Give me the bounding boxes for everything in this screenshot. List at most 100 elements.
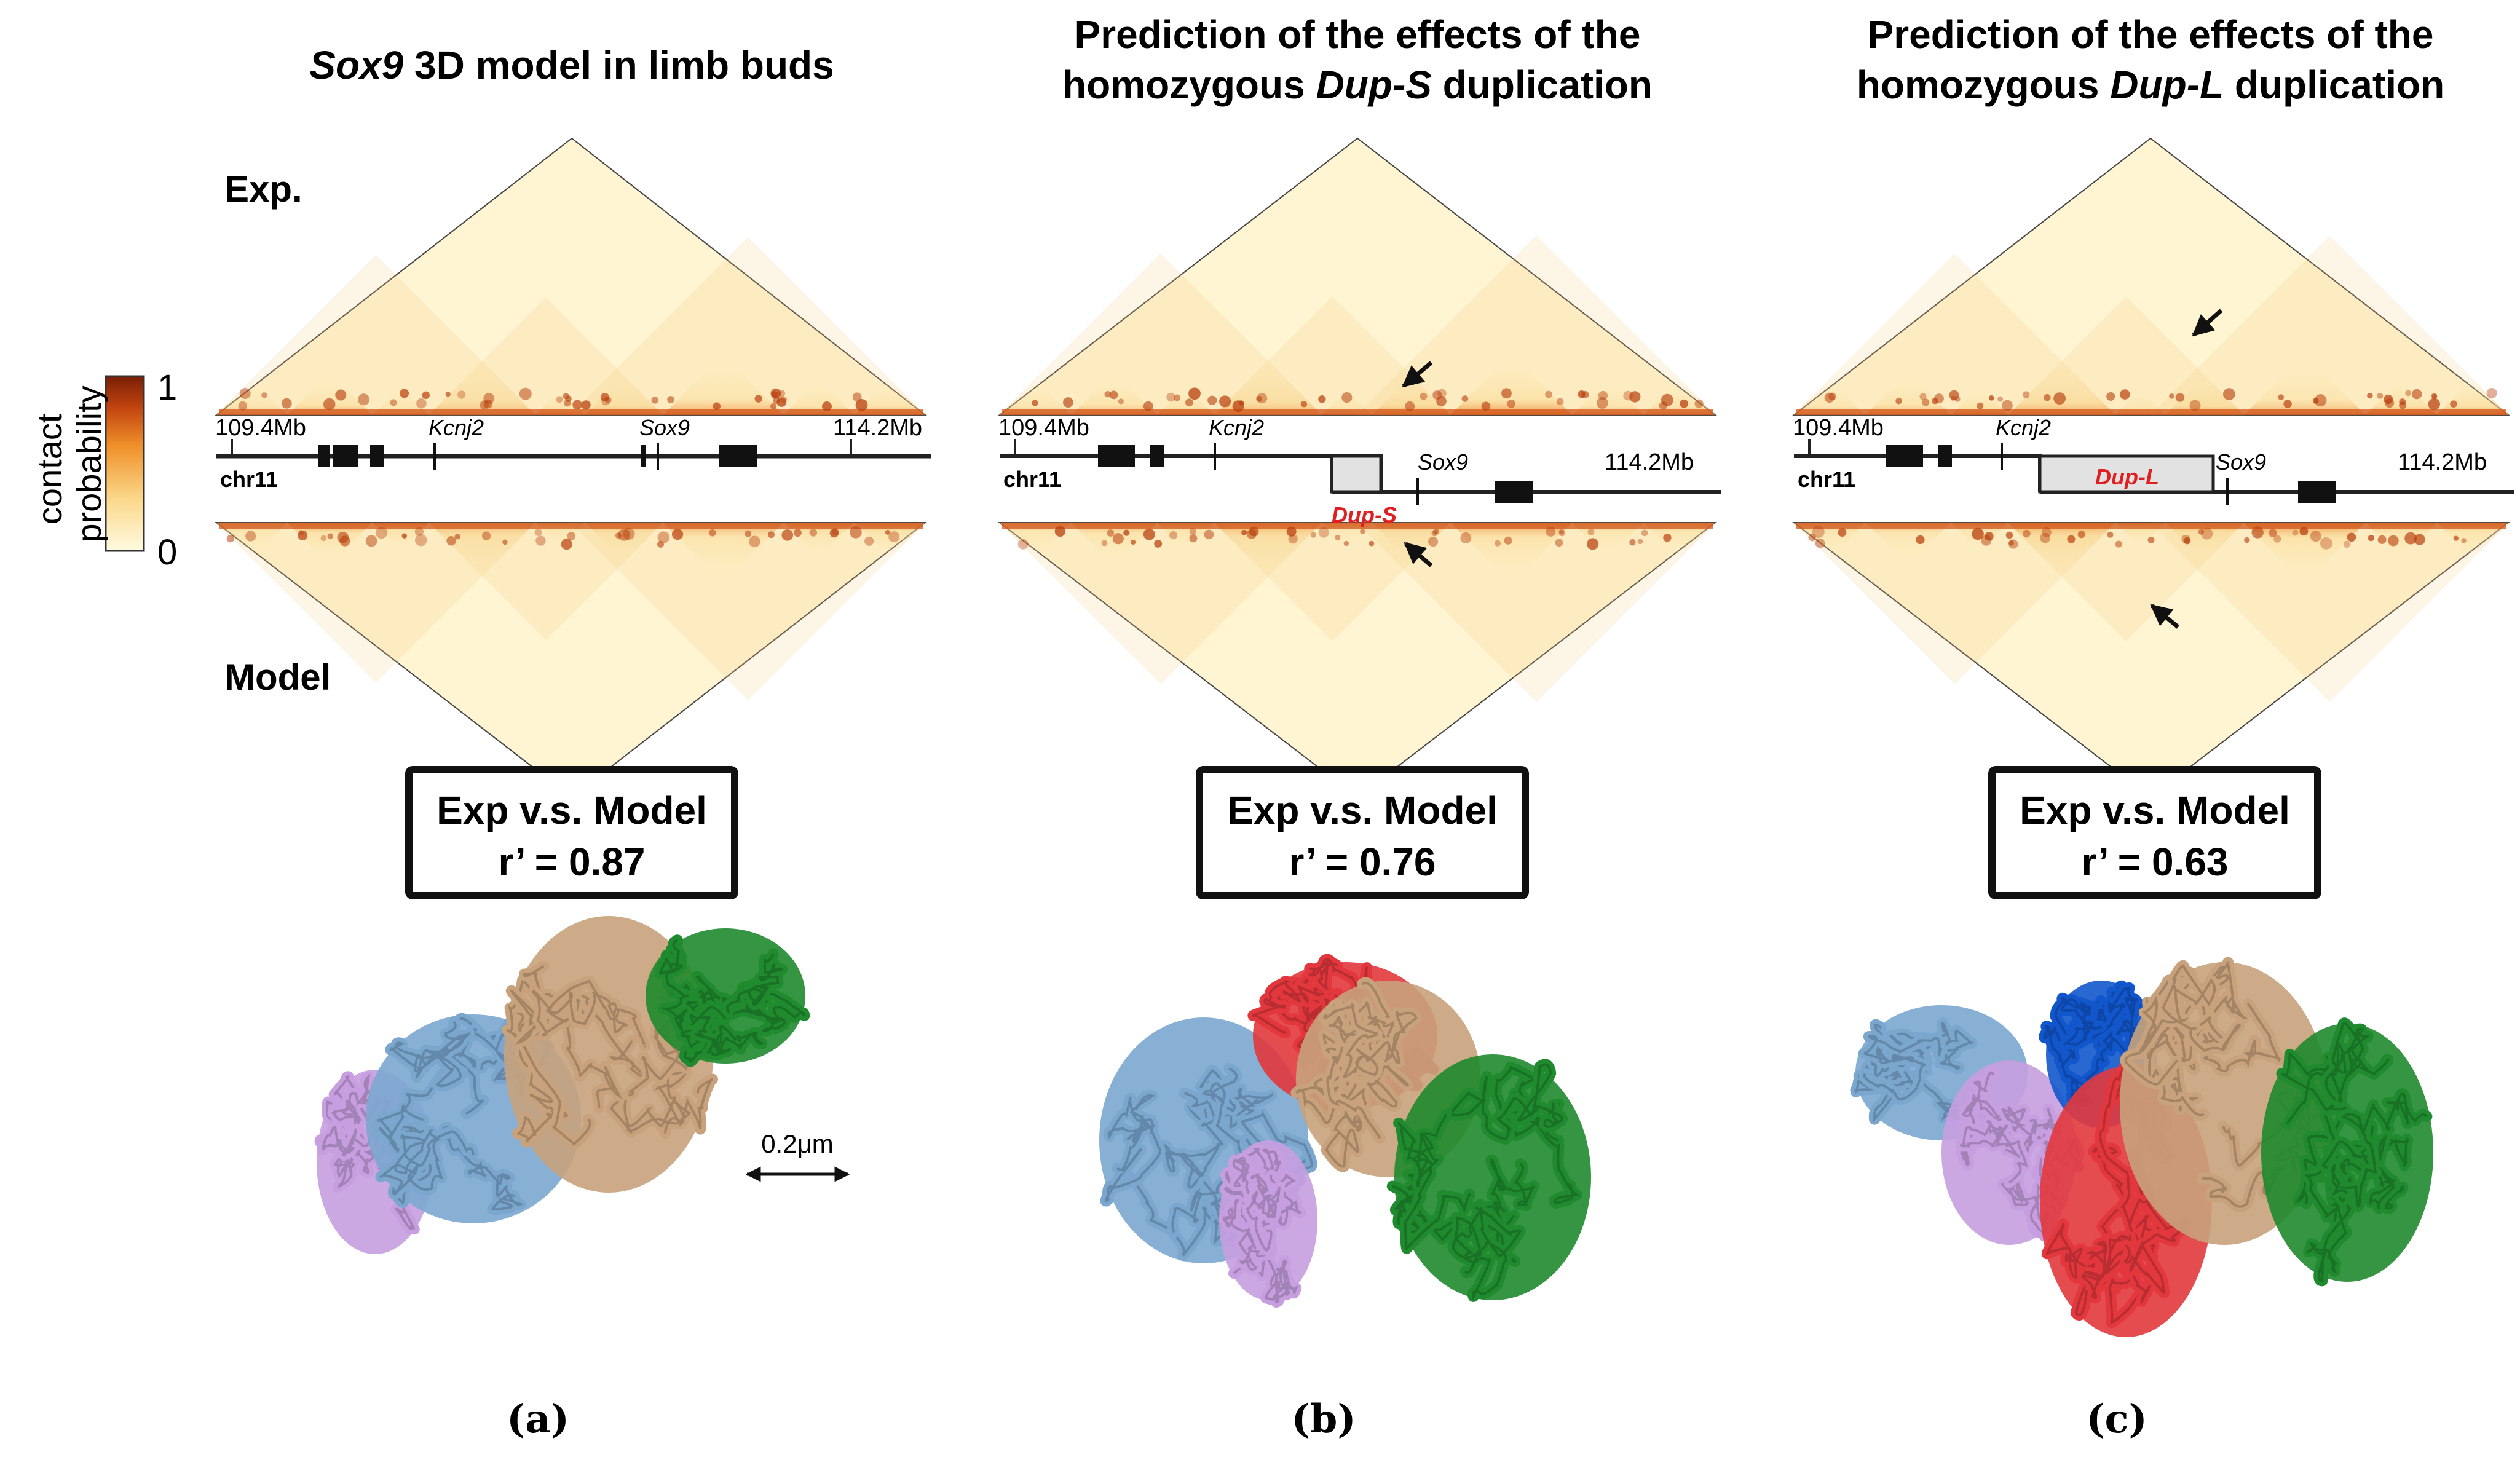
panel-title-line: Sox9 3D model in limb buds [309,43,834,87]
heatmap-model-hotspot [1310,532,1317,538]
heatmap-experimental-domain [1951,386,2008,415]
heatmap-experimental-hotspot [358,393,370,406]
heatmap-experimental-hotspot [852,392,862,402]
heatmap-model-hotspot [1286,526,1297,537]
heatmap-model-hotspot [298,531,308,540]
heatmap-model-hotspot [1432,528,1439,535]
heatmap-experimental-hotspot [2450,400,2457,408]
heatmap-experimental-domain [1865,372,1951,415]
heatmap-model-hotspot [2040,532,2051,543]
heatmap-experimental-domain [783,379,855,415]
heatmap-model-hotspot [781,529,794,541]
domain-green-strand [1393,1108,1475,1254]
end-coordinate: 114.2Mb [833,415,922,441]
domain-red-strand [1247,976,1361,1039]
heatmap-experimental-hotspot [651,397,659,404]
heatmap-model-hotspot [567,532,576,540]
heatmap-experimental-hotspot [1405,401,1415,411]
heatmap-experimental-hotspot [400,389,409,398]
domain-blue-strand-shade [1188,1068,1274,1129]
heatmap-experimental-hotspot [2053,392,2066,405]
heatmap-experimental-hotspot [1174,394,1180,401]
heatmap-experimental-hotspot [1219,395,1231,408]
domain-blue-strand-shade [389,1021,471,1088]
chromatin-3d-model: 0.2μm [314,916,850,1254]
heatmap-model-hotspot [327,533,334,539]
heatmap-model-hotspot [1494,540,1501,547]
score-box-value: r’ = 0.76 [1289,840,1436,884]
domain-lilac-strand [1220,1143,1286,1202]
heatmap-model-hotspot [226,534,235,543]
heatmap-experimental-hotspot [2486,388,2497,398]
heatmap-model-domain [1450,523,1573,583]
domain-blue-strand-shade [1863,1035,1943,1100]
heatmap-model [215,522,927,799]
heatmap-model-hotspot [2404,532,2417,545]
heatmap-model-hotspot [1587,528,1595,535]
heatmap-model-domain [663,523,784,583]
heatmap-model-domain [1865,523,1951,566]
duplication-label: Dup-L [2095,464,2159,489]
heatmap-experimental-hotspot [1997,396,2004,402]
arrow-annotation [1402,361,1433,388]
panel-c: Prediction of the effects of thehomozygo… [1792,12,2514,1442]
gene-label-kcnj2: Kcnj2 [1996,415,2051,440]
heatmap-experimental-diagonal [219,409,923,415]
domain-lilac-strand-shade [331,1073,372,1135]
gene-block [1110,445,1135,467]
domain-lilac-strand-shade [1959,1071,2008,1166]
heatmap-experimental-hotspot [556,396,563,403]
score-box-title: Exp v.s. Model [1227,788,1498,832]
end-coordinate: 114.2Mb [2398,449,2487,475]
domain-lilac-strand [327,1071,376,1139]
panel-title-segment: Dup-L [2110,63,2224,107]
heatmap-experimental-hotspot [776,397,787,407]
heatmap-model-hotspot [708,529,716,537]
heatmap-experimental-hotspot [422,391,430,399]
heatmap-model-hotspot [2414,534,2425,545]
panel-title-segment: Sox9 [309,43,403,87]
domain-blue-dark-strand [2079,982,2144,1056]
panel-title-segment: duplication [2224,63,2444,107]
heatmap-model-diagonal [219,523,923,529]
heatmap-model-hotspot [2198,529,2205,535]
heatmap-experimental-hotspot [1118,398,1124,405]
heatmap-experimental-hotspot [2044,394,2051,401]
heatmap-model [1792,522,2510,799]
heatmap-model-hotspot [1916,535,1925,545]
domain-blue-strand [1183,1065,1277,1133]
heatmap-model-hotspot [320,535,327,542]
colorbar-min-label: 0 [157,532,177,572]
heatmap-model-diagonal [1002,523,1713,529]
domain-red-strand-shade [2081,1234,2160,1304]
heatmap-model-hotspot [2453,535,2459,541]
heatmap-experimental-hotspot [713,402,721,411]
heatmap-model-hotspot [2005,531,2013,539]
heatmap-experimental-hotspot [1501,388,1512,399]
heatmap-model-hotspot [2041,527,2052,537]
heatmap-experimental-hotspot [1680,399,1689,408]
heatmap-experimental-hotspot [261,392,267,398]
heatmap-model-hotspot [1981,535,1992,546]
chromatin-3d-model [1099,954,1591,1308]
heatmap-experimental-hotspot [1461,395,1469,402]
colorbar-gradient [105,375,145,552]
domain-green-strand-shade [2331,1092,2428,1208]
colorbar-axis-label: contact probability [30,385,108,542]
heatmap-model-hotspot [1054,526,1066,537]
panel-title-line: homozygous Dup-L duplication [1857,63,2444,107]
heatmap-experimental-hotspot [323,398,336,411]
heatmap-experimental [215,137,927,416]
arrow-annotation [1404,542,1433,567]
heatmap-model-domain [1794,523,1866,559]
gene-block [1898,445,1923,467]
domain-blue-strand-shade [379,1129,475,1196]
gene-label-sox9: Sox9 [1418,449,1468,475]
heatmap-model-hotspot [1431,530,1437,537]
heatmap-model-hotspot [337,531,349,543]
heatmap-experimental-hotspot [2106,392,2115,401]
heatmap-model-hotspot [454,534,460,540]
heatmap-model-domain [216,523,288,558]
